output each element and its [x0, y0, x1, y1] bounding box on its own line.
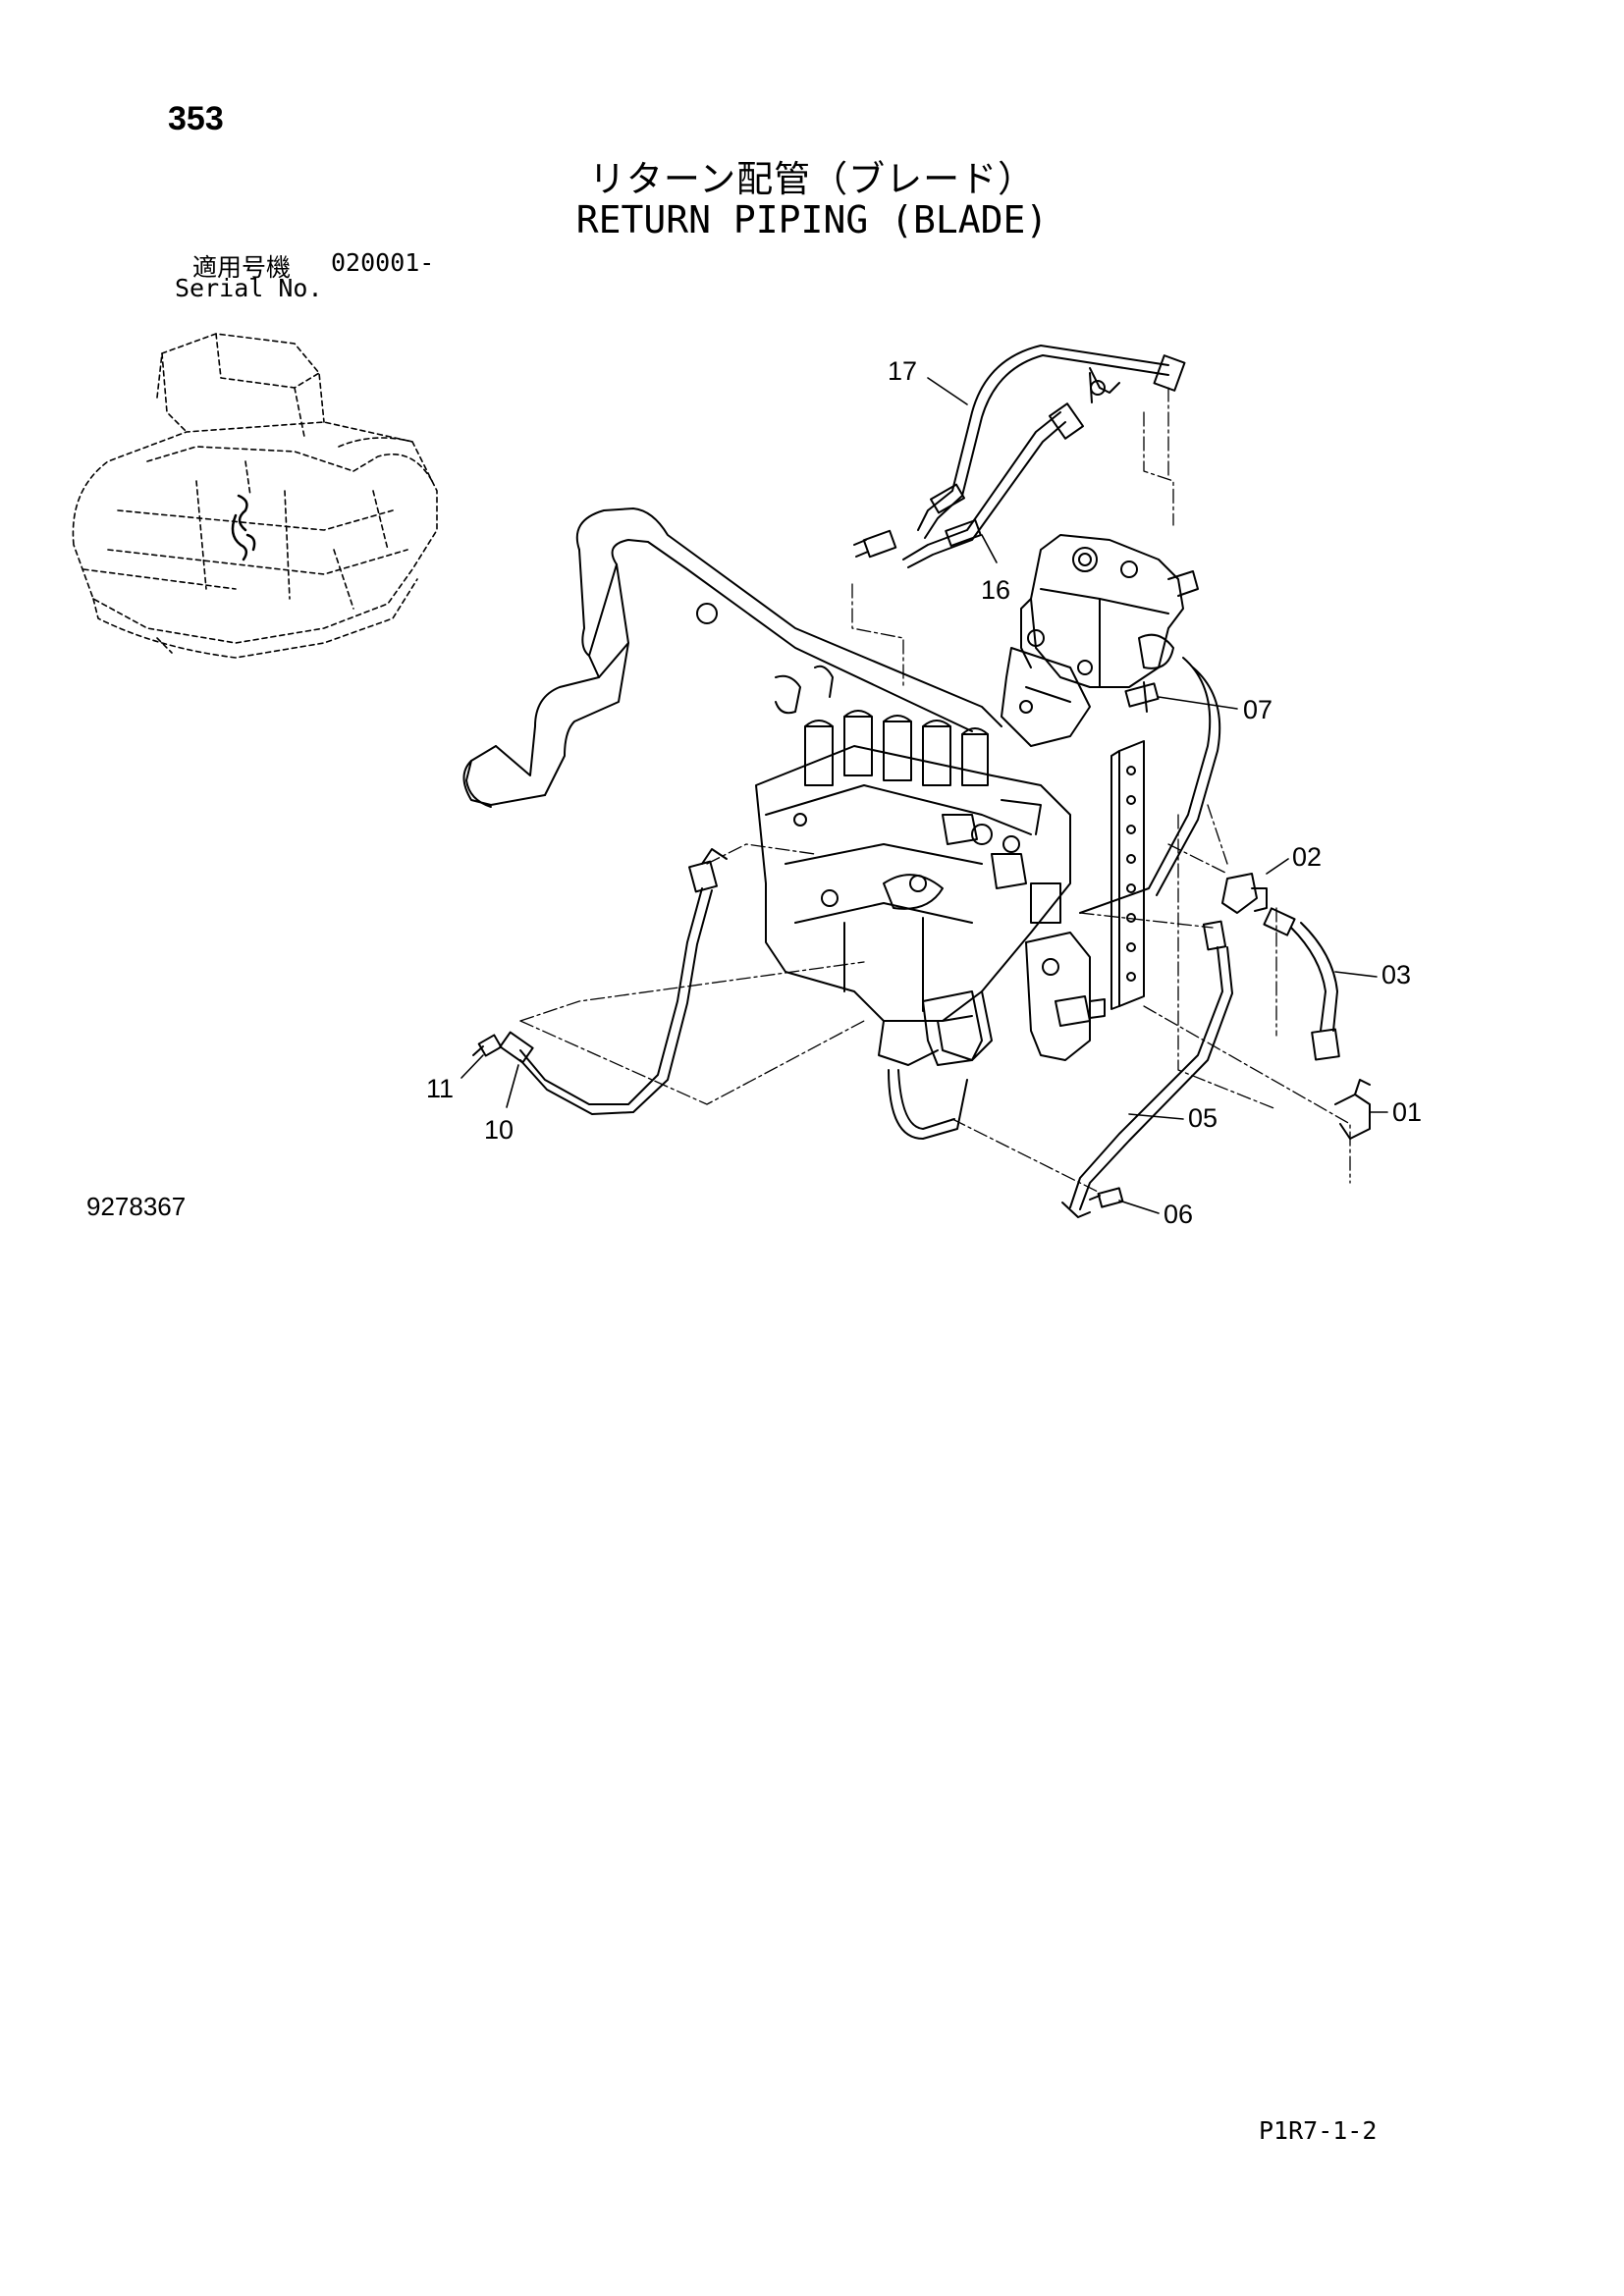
drawing-number: 9278367 — [86, 1192, 187, 1221]
serial-label-english: Serial No. — [175, 274, 323, 302]
hose-lower-center — [888, 1069, 968, 1140]
title-english: RETURN PIPING (BLADE) — [575, 198, 1049, 241]
control-valve-body — [755, 710, 1071, 1066]
fitting-upper-left — [853, 529, 897, 559]
hydraulic-assembly — [462, 345, 1371, 1218]
hose-17 — [917, 345, 1186, 539]
lower-valve-block — [1025, 932, 1106, 1061]
upper-valve-block — [1020, 534, 1199, 688]
long-return-pipe — [462, 507, 1002, 808]
machine-locator-thumbnail — [72, 333, 438, 659]
title-japanese: リターン配管（ブレード） — [588, 158, 1036, 200]
fitting-02 — [1221, 873, 1268, 914]
side-block — [922, 990, 983, 1066]
serial-range: 020001- — [331, 248, 435, 277]
page-code: P1R7-1-2 — [1259, 2116, 1378, 2145]
mounting-bracket — [1001, 647, 1091, 747]
callout-07: 07 — [1243, 695, 1272, 724]
callout-17: 17 — [888, 356, 917, 386]
fitting-07 — [1124, 681, 1160, 713]
callout-03: 03 — [1381, 960, 1411, 989]
callout-01: 01 — [1392, 1097, 1422, 1127]
hose-05 — [1061, 920, 1233, 1218]
fitting-01 — [1334, 1079, 1371, 1140]
serial-label-japanese: 適用号機 — [192, 253, 292, 282]
hose-16 — [902, 402, 1085, 568]
hose-10 — [499, 848, 728, 1115]
callout-10: 10 — [484, 1115, 514, 1145]
hose-03 — [1263, 907, 1340, 1061]
leader-lines — [460, 377, 1388, 1214]
callout-05: 05 — [1188, 1103, 1218, 1133]
callout-16: 16 — [981, 575, 1010, 605]
hose-right — [1079, 657, 1221, 914]
page-number: 353 — [168, 100, 224, 137]
callout-11: 11 — [426, 1074, 454, 1103]
callout-02: 02 — [1292, 842, 1322, 872]
locator-highlight-pipes — [231, 494, 256, 561]
perforated-strip — [1110, 740, 1145, 1010]
fitting-06 — [1089, 1187, 1124, 1208]
callout-06: 06 — [1164, 1200, 1193, 1229]
fitting-11 — [472, 1034, 503, 1057]
alignment-lines — [519, 387, 1351, 1194]
